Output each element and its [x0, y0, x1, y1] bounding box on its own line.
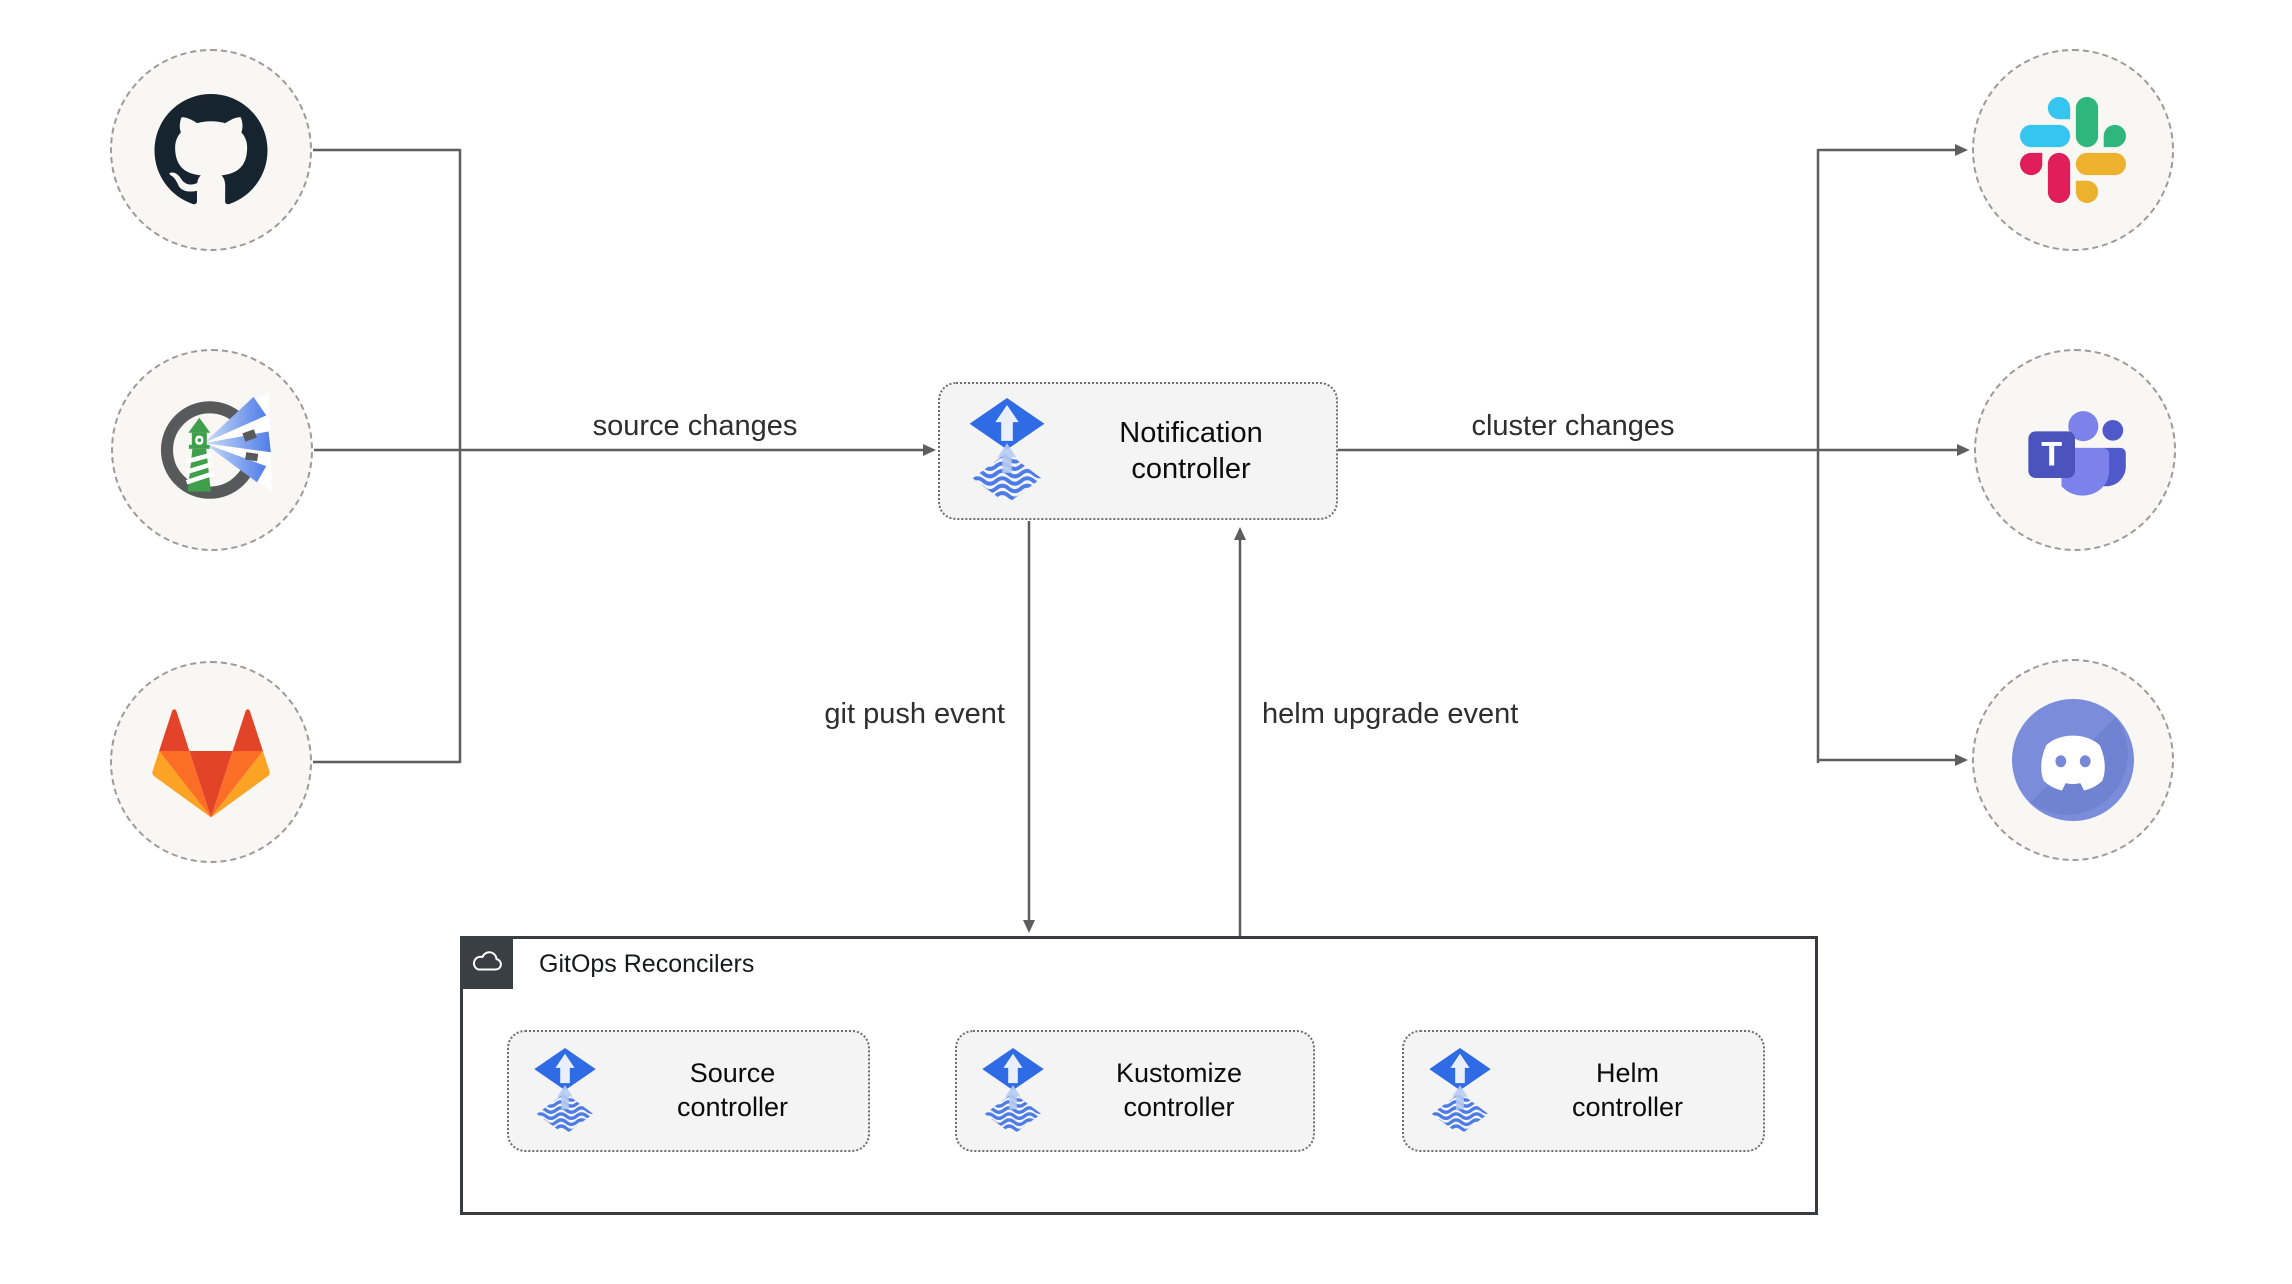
- node-teams: T: [1974, 349, 2176, 551]
- discord-icon: [2012, 699, 2134, 821]
- node-gitlab: [110, 661, 312, 863]
- notification-controller-label: Notification controller: [1119, 416, 1263, 485]
- node-source-controller: Source controller: [507, 1030, 870, 1152]
- flux-icon: [981, 1048, 1045, 1135]
- harbor-icon: [160, 391, 272, 499]
- edge-label-git-push-event: git push event: [824, 698, 1005, 730]
- source-controller-label: Source controller: [676, 1058, 789, 1122]
- teams-icon: T: [2028, 411, 2126, 496]
- node-notification-controller: Notification controller: [938, 382, 1338, 520]
- node-github: [110, 49, 312, 251]
- edge-label-cluster-changes: cluster changes: [1471, 410, 1675, 442]
- teams-letter: T: [2041, 436, 2062, 474]
- cloud-icon: [472, 950, 502, 971]
- group-corner-badge: [460, 936, 513, 989]
- node-slack: [1972, 49, 2174, 251]
- helm-controller-label: Helm controller: [1571, 1058, 1684, 1122]
- node-kustomize-controller: Kustomize controller: [955, 1030, 1315, 1152]
- flux-icon: [968, 398, 1046, 504]
- edge-label-source-changes: source changes: [592, 410, 798, 442]
- node-discord: [1972, 659, 2174, 861]
- flux-icon: [1428, 1048, 1492, 1135]
- kustomize-controller-label: Kustomize controller: [1115, 1058, 1243, 1122]
- gitlab-icon: [152, 709, 270, 818]
- flux-icon: [533, 1048, 597, 1135]
- node-helm-controller: Helm controller: [1402, 1030, 1765, 1152]
- node-harbor: [111, 349, 313, 551]
- github-icon: [154, 93, 268, 204]
- edge-label-helm-upgrade-event: helm upgrade event: [1262, 698, 1519, 730]
- slack-icon: [2020, 97, 2126, 203]
- group-title: GitOps Reconcilers: [539, 949, 755, 978]
